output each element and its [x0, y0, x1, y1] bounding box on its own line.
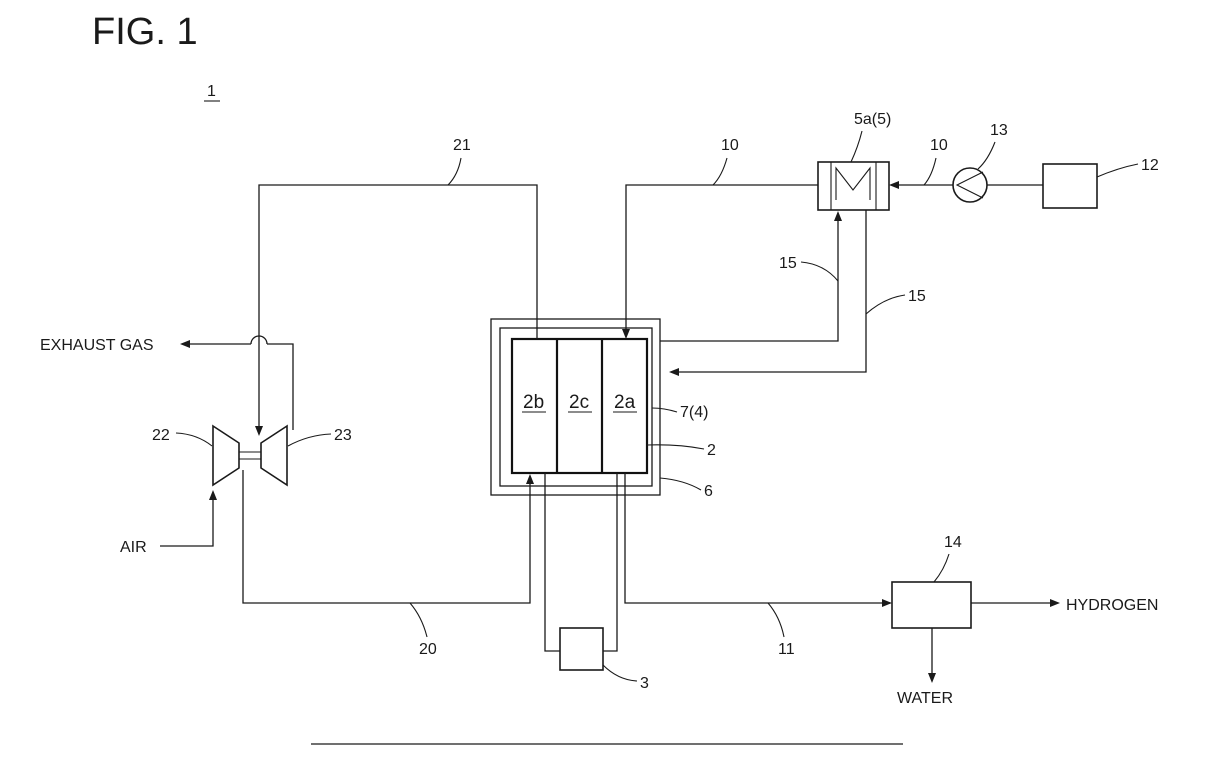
- water-arrow: [928, 673, 936, 683]
- line-11: [625, 473, 884, 603]
- figure-title: FIG. 1: [92, 11, 198, 53]
- label-air: AIR: [120, 539, 147, 556]
- heat-exchanger-5a: [818, 162, 889, 210]
- ref-10a: 10: [721, 137, 739, 154]
- ref-3: 3: [640, 675, 649, 692]
- system-ref: 1: [207, 83, 216, 100]
- leader-15a: [801, 262, 838, 281]
- line-10-arrow-left: [889, 181, 899, 189]
- leader-2: [647, 445, 704, 449]
- ref-23: 23: [334, 427, 352, 444]
- line-21: [259, 185, 537, 428]
- label-hydrogen: HYDROGEN: [1066, 597, 1158, 614]
- turbine-23: [261, 426, 287, 485]
- line-20-arrow: [526, 474, 534, 484]
- air-line: [160, 498, 213, 546]
- line-21-arrow: [255, 426, 263, 436]
- cell-2b-label: 2b: [523, 392, 544, 413]
- leader-6: [660, 478, 701, 490]
- leader-12: [1097, 164, 1138, 177]
- ref-5a: 5a(5): [854, 111, 891, 128]
- leader-20: [410, 603, 427, 637]
- ref-22: 22: [152, 427, 170, 444]
- leader-10a: [713, 158, 727, 185]
- ref-7: 7(4): [680, 404, 708, 421]
- cell-2c-label: 2c: [569, 392, 589, 413]
- leader-3: [603, 665, 637, 681]
- ref-15b: 15: [908, 288, 926, 305]
- ref-6: 6: [704, 483, 713, 500]
- leader-10b: [924, 158, 936, 185]
- air-arrow: [209, 490, 217, 500]
- line-10-arrow-down: [622, 329, 630, 339]
- label-exhaust-gas: EXHAUST GAS: [40, 337, 154, 354]
- ref-14: 14: [944, 534, 962, 551]
- line-11-arrow: [882, 599, 892, 607]
- line-15-arrow-left: [669, 368, 679, 376]
- exhaust-line: [267, 344, 293, 430]
- leader-21: [448, 158, 461, 185]
- line-15-out: [660, 219, 838, 341]
- line-3-right: [603, 473, 617, 651]
- leader-5a: [851, 131, 862, 162]
- line-20: [243, 470, 530, 603]
- line-3-left: [545, 473, 560, 651]
- separator-14: [892, 582, 971, 628]
- cell-2a-label: 2a: [614, 392, 636, 413]
- line-15-arrow-up: [834, 211, 842, 221]
- ref-10b: 10: [930, 137, 948, 154]
- ref-21: 21: [453, 137, 471, 154]
- ref-20: 20: [419, 641, 437, 658]
- tank-12: [1043, 164, 1097, 208]
- ref-2: 2: [707, 442, 716, 459]
- label-water: WATER: [897, 690, 953, 707]
- leader-7: [652, 408, 677, 412]
- exhaust-arrow: [180, 340, 190, 348]
- unit-3: [560, 628, 603, 670]
- ref-13: 13: [990, 122, 1008, 139]
- leader-23: [288, 434, 331, 446]
- leader-22: [176, 433, 212, 446]
- hydrogen-arrow: [1050, 599, 1060, 607]
- leader-15b: [866, 295, 905, 314]
- ref-11: 11: [778, 641, 795, 658]
- ref-12: 12: [1141, 157, 1159, 174]
- leader-13: [978, 142, 995, 169]
- ref-15a: 15: [779, 255, 797, 272]
- leader-14: [934, 554, 949, 582]
- compressor-22: [213, 426, 239, 485]
- leader-11: [768, 603, 784, 637]
